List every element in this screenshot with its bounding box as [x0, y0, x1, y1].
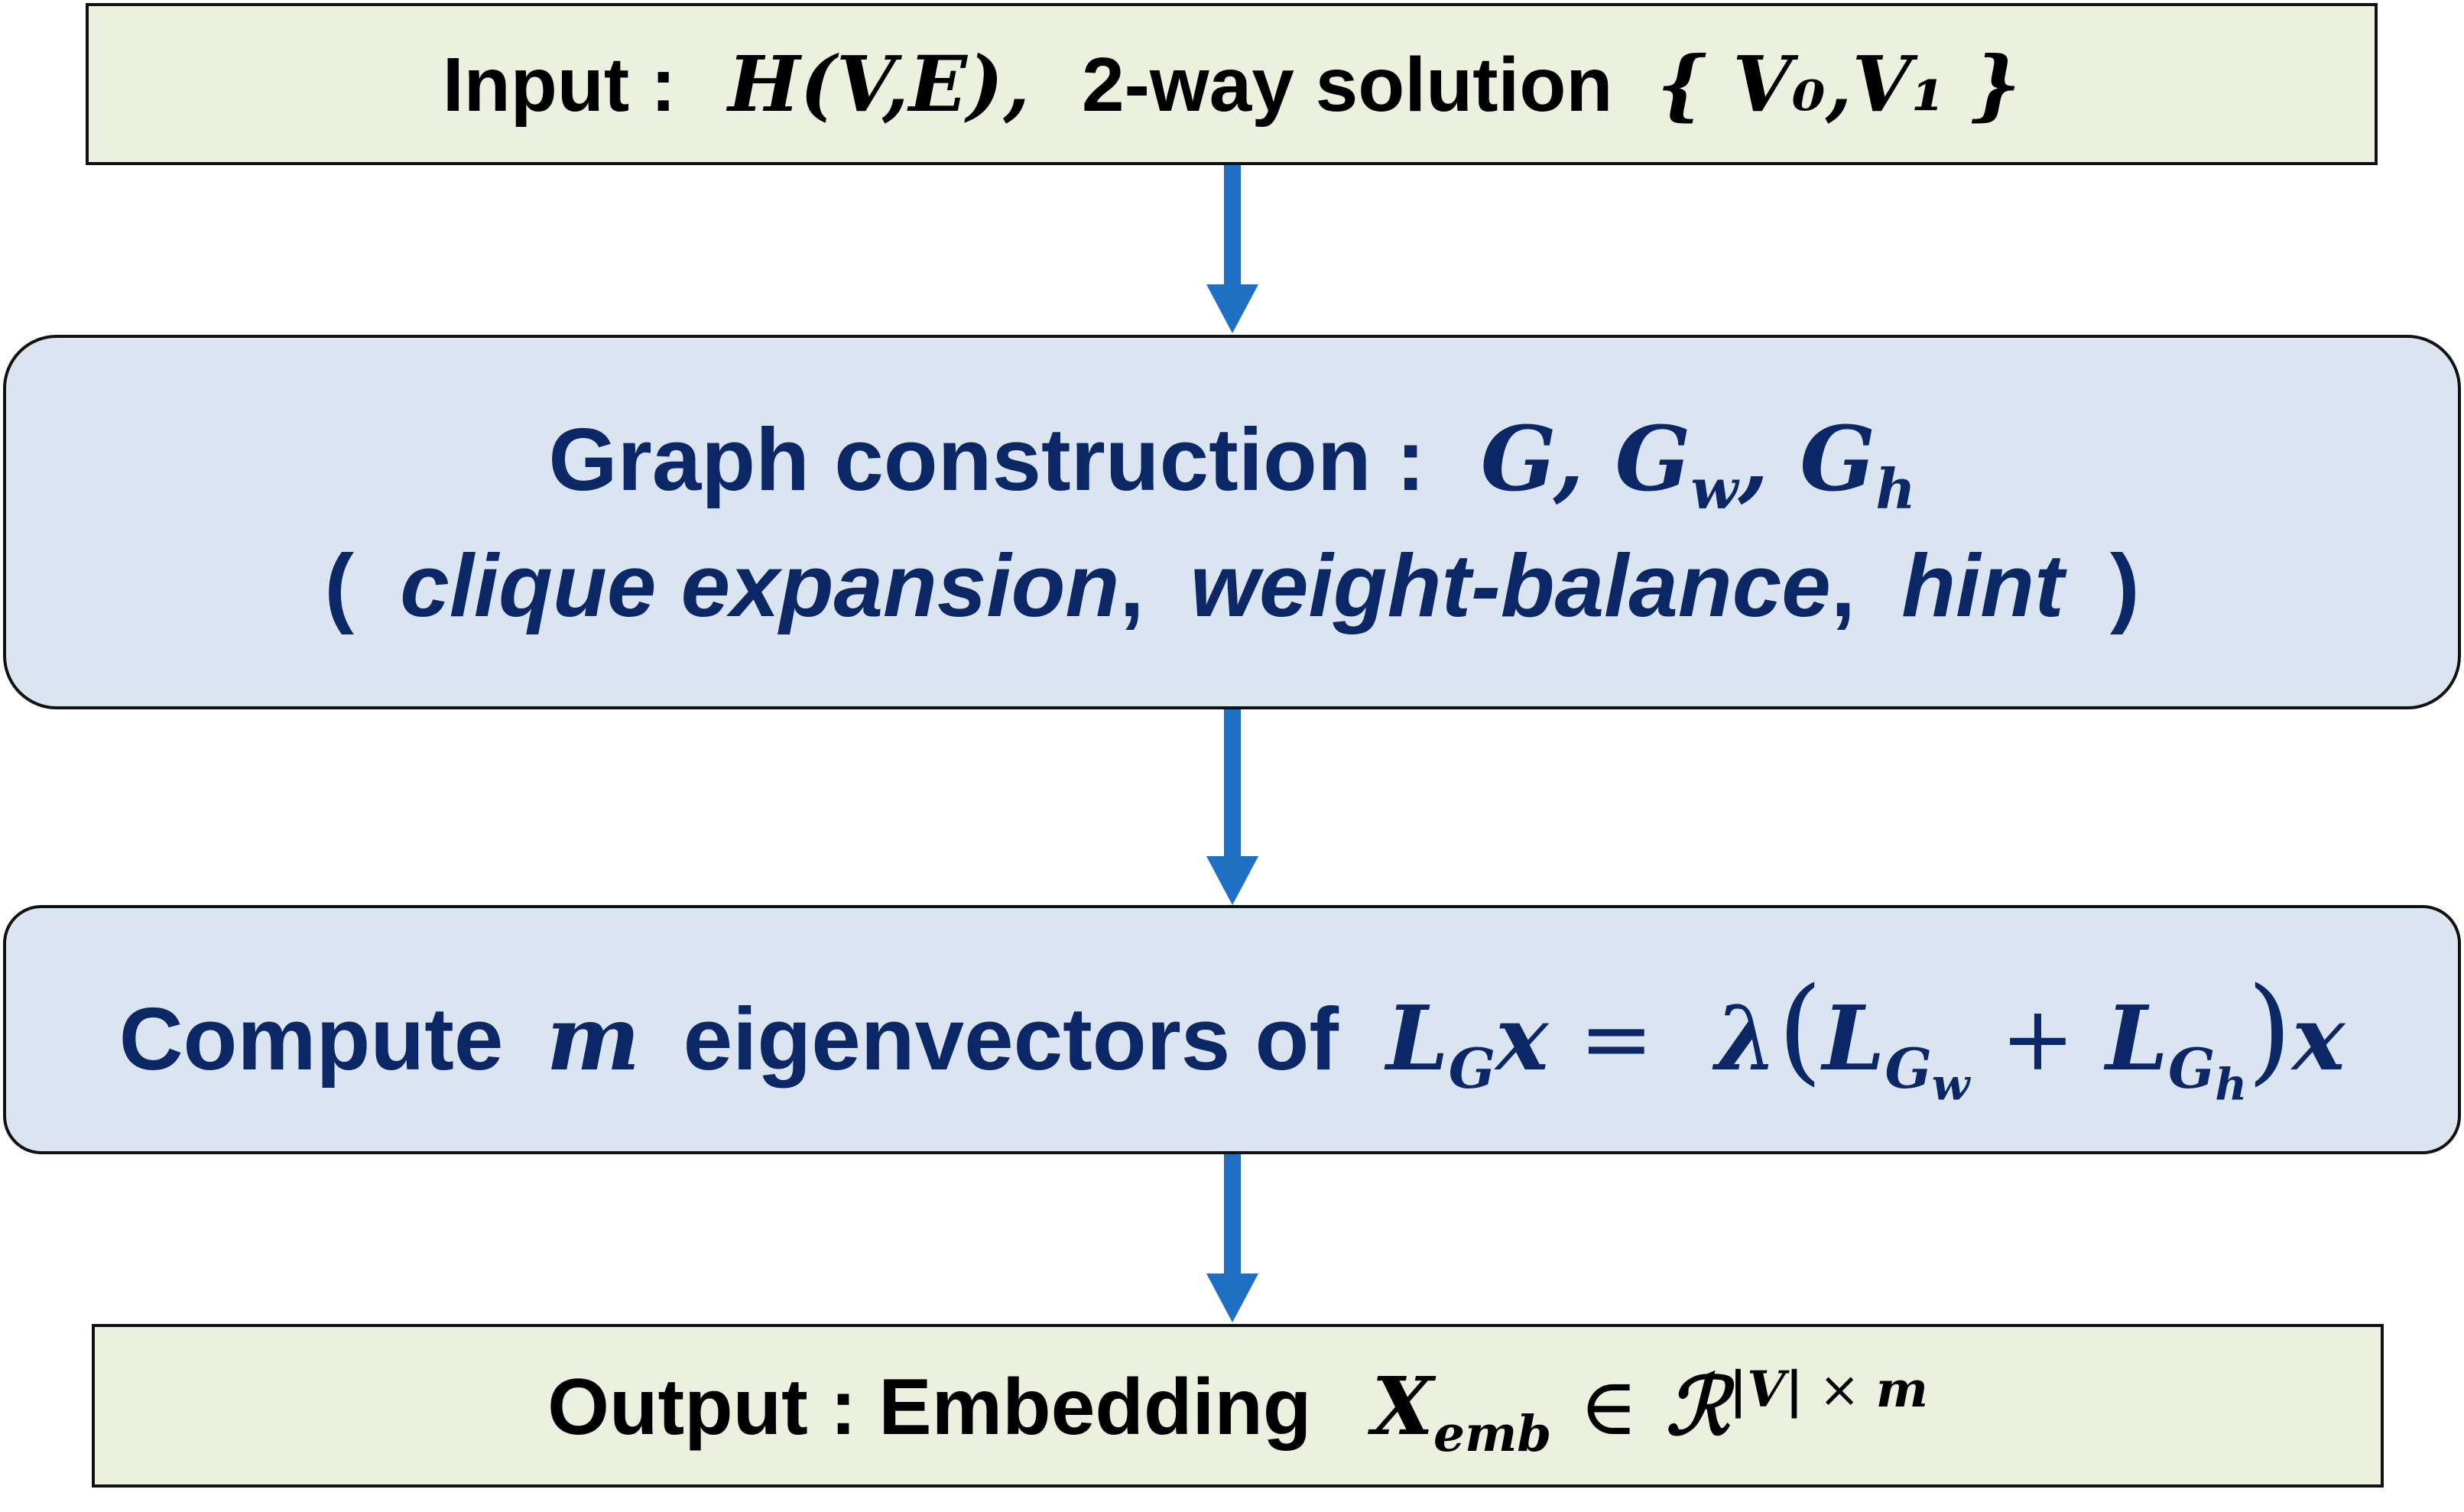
- graph-construction-box: Graph construction : G, Gw, Gh ( clique …: [3, 335, 2461, 709]
- output-text: Output : Embedding Xemb ∈ ℛ|V| × m: [547, 1358, 1928, 1463]
- output-expression: Xemb ∈ ℛ|V| × m: [1372, 1358, 1928, 1463]
- arrow-3-head: [1206, 1274, 1258, 1322]
- graph-item-weight: weight-balance: [1190, 536, 1831, 635]
- graph-sep-2: ,: [1830, 536, 1855, 635]
- graph-label: Graph construction :: [548, 410, 1426, 509]
- arrow-1-shaft: [1224, 165, 1241, 287]
- input-box: Input : H(V,E), 2-way solution { V₀,V₁ }: [86, 3, 2378, 165]
- graph-close-paren: ): [2110, 536, 2140, 635]
- output-box: Output : Embedding Xemb ∈ ℛ|V| × m: [92, 1324, 2384, 1488]
- eigen-label-pre: Compute: [118, 989, 504, 1089]
- eigen-text: Compute m eigenvectors of LGx = λ(LGw + …: [118, 962, 2346, 1111]
- output-label: Output : Embedding: [547, 1362, 1312, 1452]
- arrow-1-head: [1206, 284, 1258, 333]
- eigen-label-post: eigenvectors of: [683, 989, 1339, 1089]
- graph-list: G, Gw, Gh: [1480, 407, 1916, 522]
- arrow-3-shaft: [1224, 1154, 1241, 1277]
- input-hypergraph: H(V,E),: [728, 39, 1031, 129]
- arrow-2-head: [1206, 856, 1258, 905]
- graph-item-clique: clique expansion: [400, 536, 1120, 635]
- input-label: Input :: [442, 42, 677, 128]
- graph-line-2: ( clique expansion, weight-balance, hint…: [324, 534, 2139, 637]
- eigen-m: m: [546, 987, 641, 1091]
- input-solution-set: { V₀,V₁ }: [1657, 39, 2021, 129]
- input-solution-label: 2-way solution: [1081, 42, 1613, 128]
- graph-line-1: Graph construction : G, Gw, Gh: [548, 407, 1916, 522]
- eigen-equation: LGx = λ(LGw + LGh)x: [1386, 962, 2346, 1111]
- graph-item-hint: hint: [1901, 536, 2064, 635]
- graph-open-paren: (: [324, 536, 354, 635]
- eigenvector-box: Compute m eigenvectors of LGx = λ(LGw + …: [3, 905, 2461, 1154]
- input-text: Input : H(V,E), 2-way solution { V₀,V₁ }: [443, 39, 2021, 129]
- graph-sep-1: ,: [1119, 536, 1144, 635]
- arrow-2-shaft: [1224, 709, 1241, 859]
